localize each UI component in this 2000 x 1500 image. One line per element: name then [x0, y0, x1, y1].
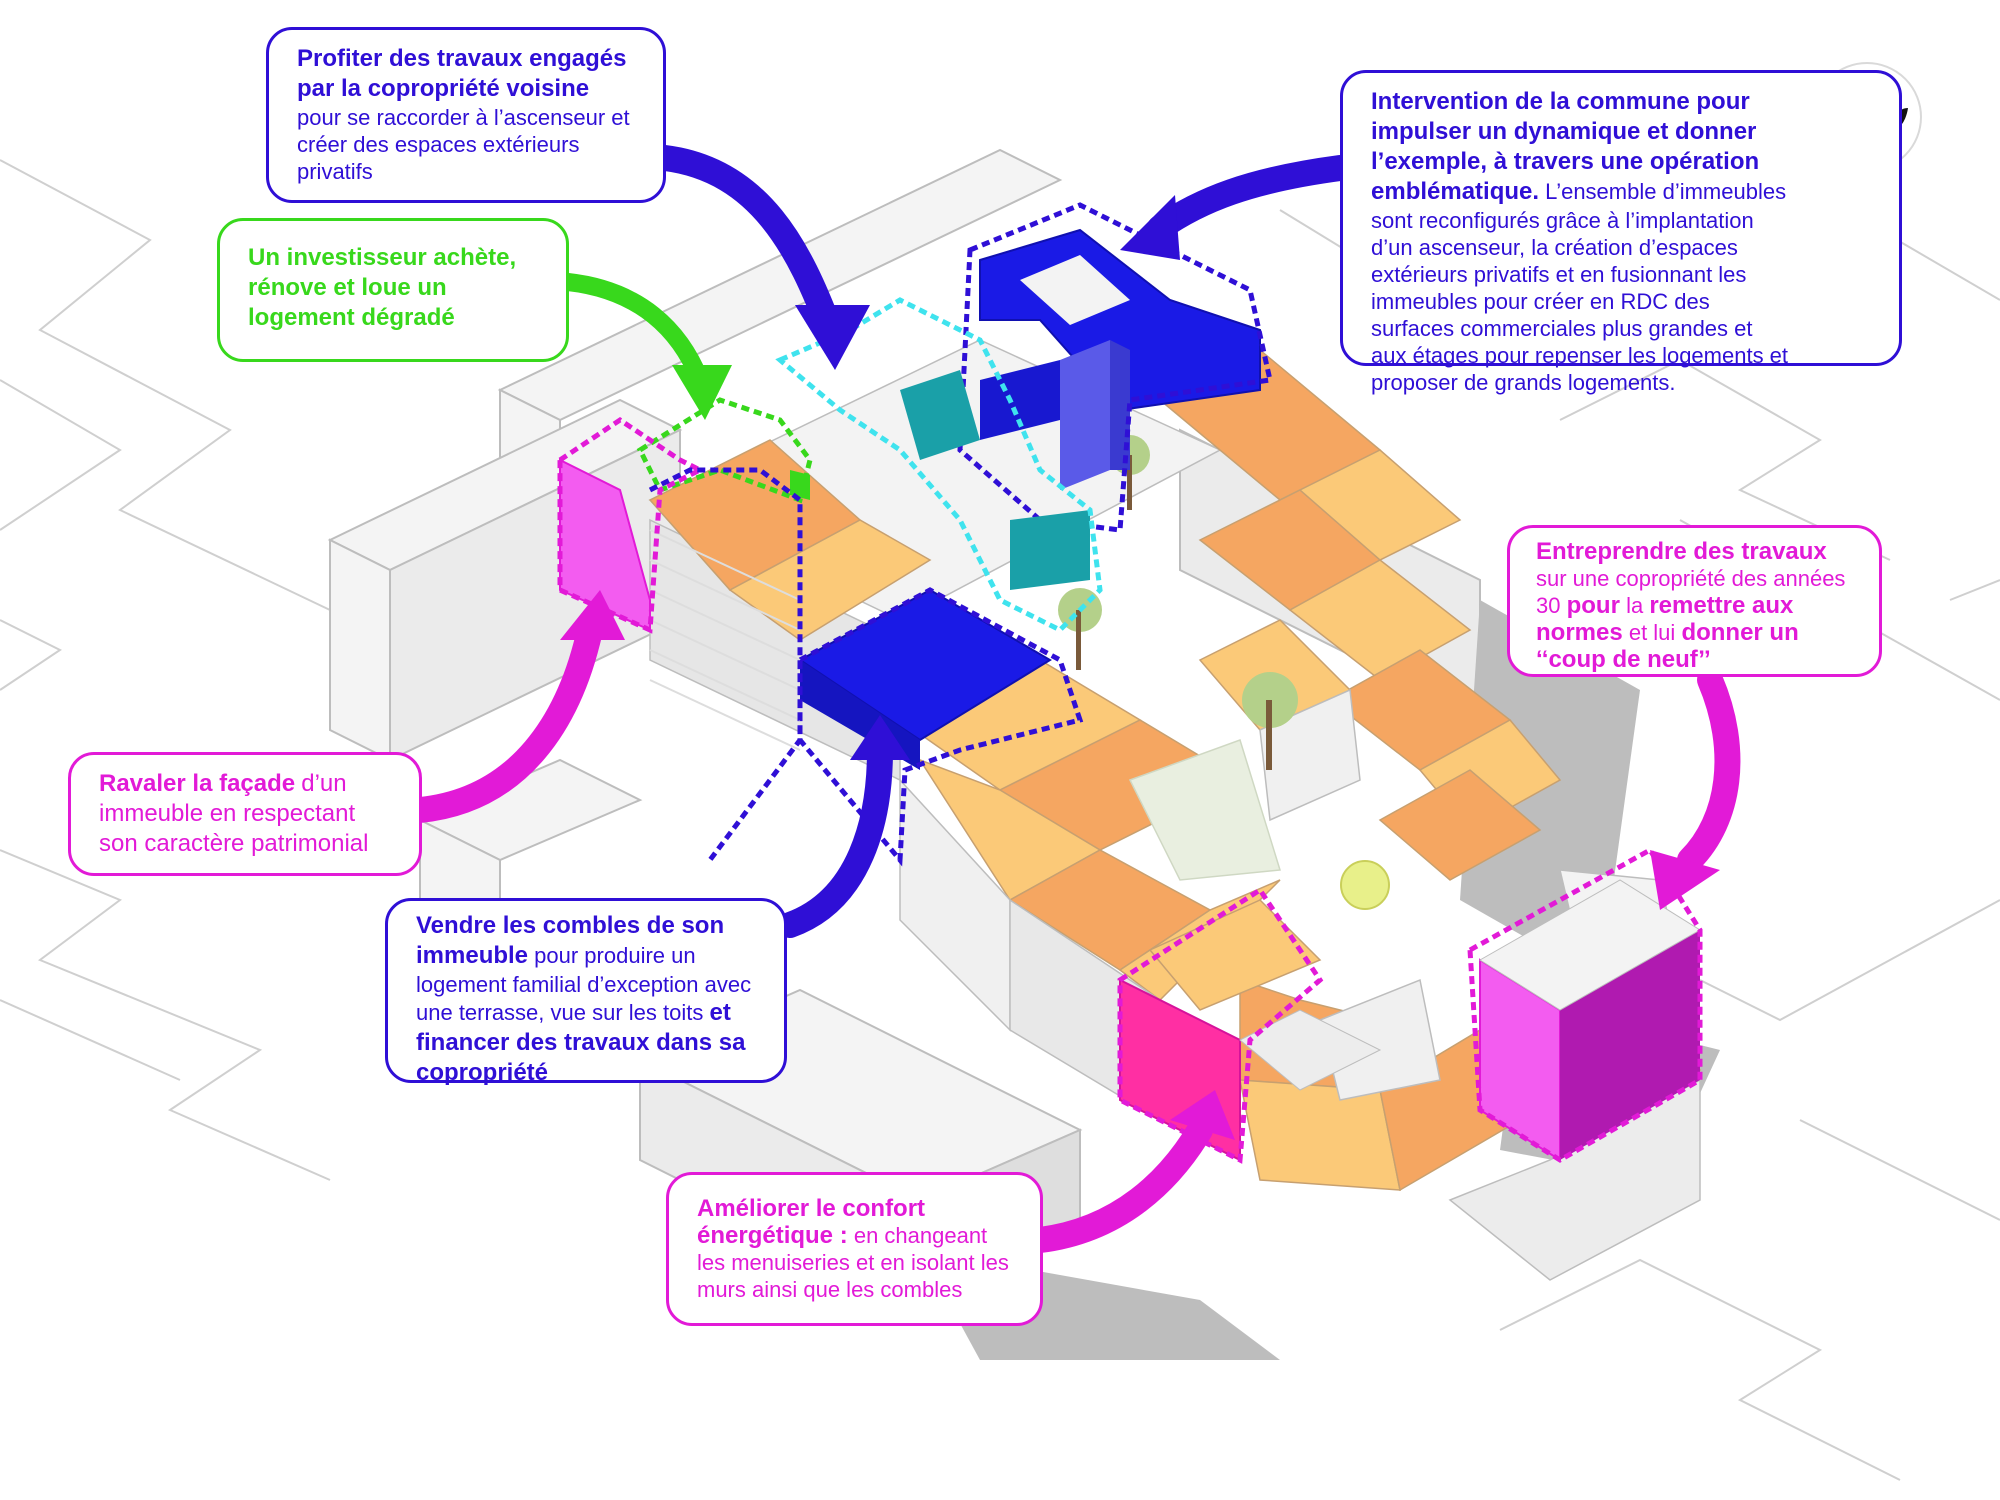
callout-entreprendre-t2: pour — [1566, 592, 1620, 619]
callout-energie: Améliorer le confort énergétique : en ch… — [666, 1172, 1043, 1326]
arrow-copro-voisine — [652, 145, 843, 343]
callout-entreprendre-t3: la — [1626, 593, 1644, 618]
arrow-investisseur — [559, 273, 709, 389]
ravaler-outline — [557, 416, 706, 634]
callout-ravaler: Ravaler la façade d’un immeuble en respe… — [68, 752, 422, 876]
callout-investisseur: Un investisseur achète, rénove et loue u… — [217, 218, 569, 362]
callout-entreprendre-t6: donner un ‘‘coup de neuf’’ — [1536, 619, 1799, 673]
combles-outline — [797, 587, 1084, 867]
callout-energie-body: en changeant les menuiseries et en isola… — [697, 1223, 1009, 1302]
callout-combles-body: pour produire un logement familial d’exc… — [416, 943, 752, 1025]
callout-entreprendre-t5: et lui — [1628, 620, 1676, 645]
callout-ravaler-lead: Ravaler la façade — [99, 770, 296, 797]
arrow-combles — [777, 737, 893, 938]
callout-copro-voisine-lead: Profiter des travaux engagés par la copr… — [297, 45, 627, 102]
callout-copro-voisine: Profiter des travaux engagés par la copr… — [266, 27, 666, 203]
callout-combles-lead: Vendre les combles de son immeuble — [416, 912, 725, 969]
callout-entreprendre-t4: remettre aux normes — [1536, 592, 1794, 646]
arrows — [407, 145, 1741, 1253]
arrow-ravaler — [407, 617, 603, 823]
commune-outline — [957, 202, 1274, 533]
arrow-commune — [1147, 155, 1353, 241]
callout-copro-voisine-body: pour se raccorder à l’ascenseur et créer… — [297, 105, 630, 184]
callout-commune-body: L’ensemble d’immeubles sont reconfigurés… — [1371, 179, 1789, 395]
callout-combles-lead2: et financer des travaux dans sa copropri… — [416, 999, 746, 1086]
callout-entreprendre-t1: sur une copropriété des années 30 — [1536, 566, 1846, 618]
callout-entreprendre: Entreprendre des travaux sur une copropr… — [1507, 525, 1882, 677]
copro-30-outline — [1467, 846, 1703, 1163]
callout-investisseur-lead: Un investisseur achète, rénove et loue u… — [248, 244, 517, 331]
callout-ravaler-body: d’un immeuble en respectant son caractèr… — [99, 770, 369, 857]
callout-combles: Vendre les combles de son immeuble pour … — [385, 898, 787, 1086]
callout-commune: Intervention de la commune pour impulser… — [1340, 70, 1902, 395]
arrow-entreprendre — [1677, 667, 1741, 873]
energie-outline — [1117, 886, 1324, 1164]
copro-voisine-outline — [775, 297, 1103, 634]
callout-commune-lead: Intervention de la commune pour impulser… — [1371, 88, 1760, 205]
callout-energie-lead: Améliorer le confort énergétique : — [697, 1195, 926, 1249]
arrow-energie — [1027, 1117, 1213, 1253]
callout-entreprendre-lead: Entreprendre des travaux — [1536, 538, 1827, 565]
